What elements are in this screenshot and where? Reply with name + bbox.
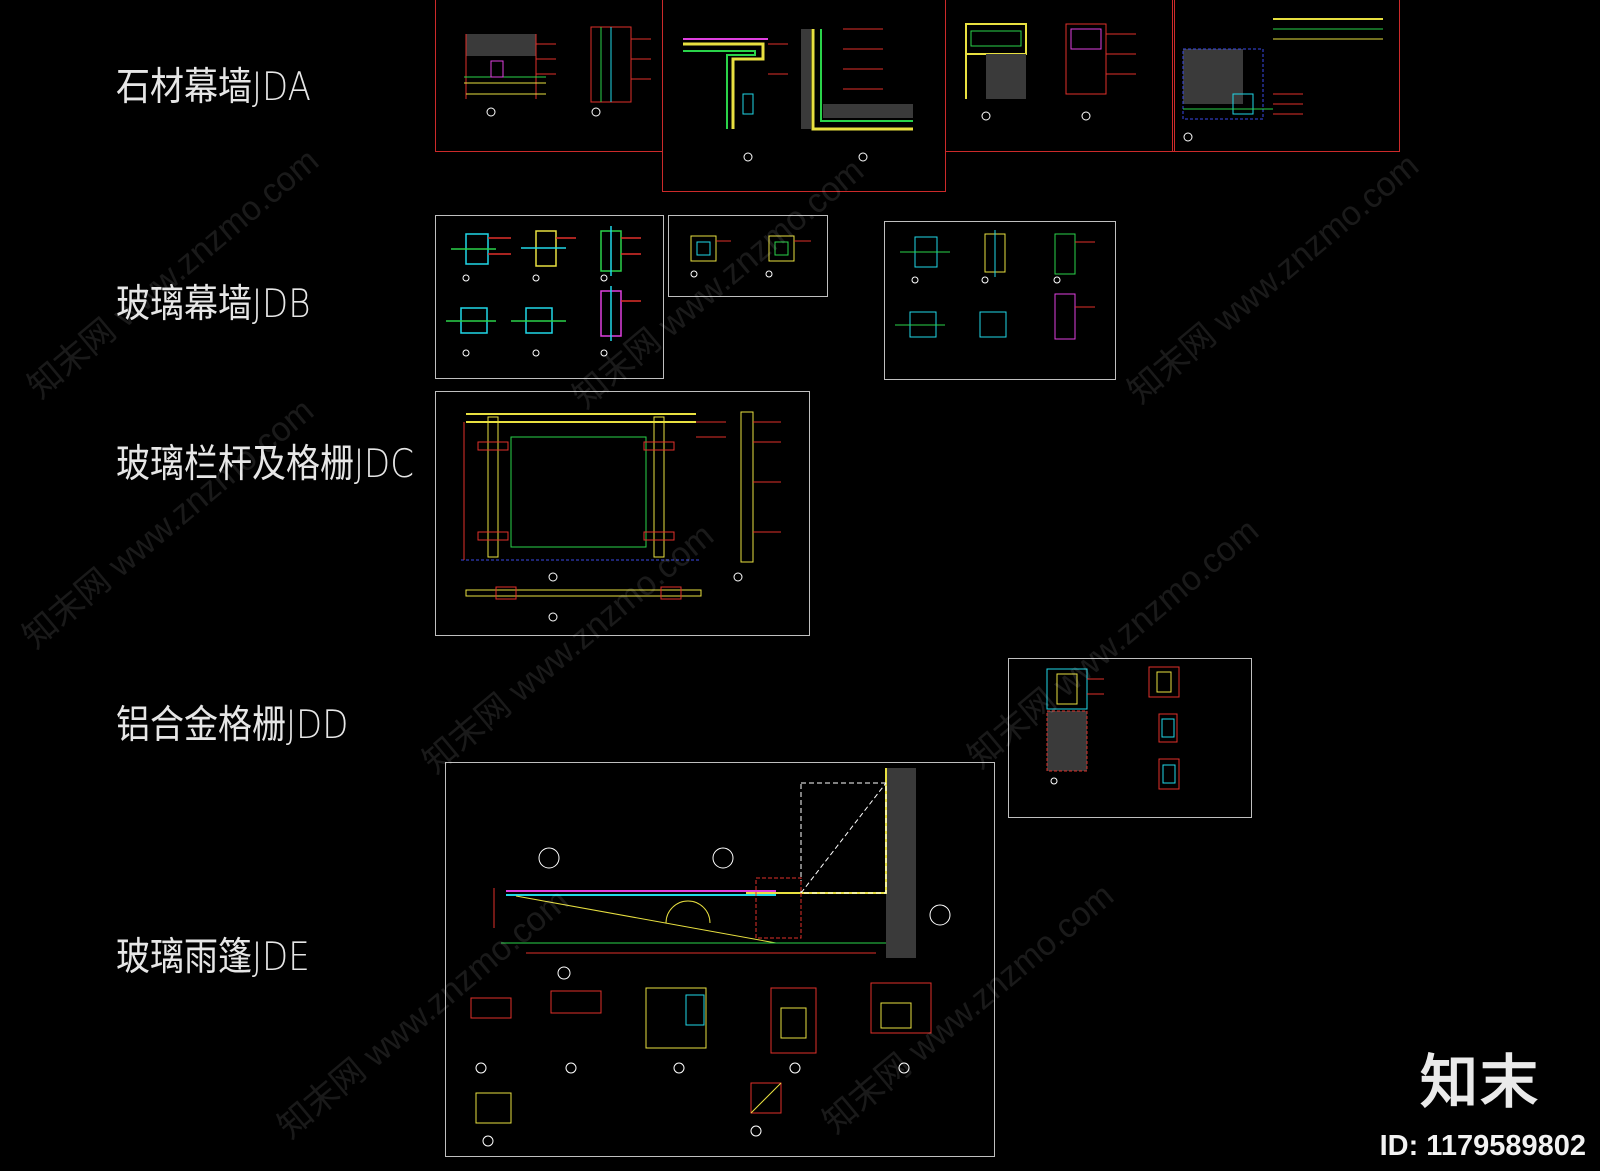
drawing-sheet-jdc[interactable] bbox=[435, 391, 810, 636]
watermark-text: 知末网 www.znzmo.com bbox=[1120, 146, 1426, 412]
drawing-sheet-jdb-1[interactable] bbox=[435, 215, 664, 379]
image-id-text: ID: 1179589802 bbox=[1379, 1130, 1586, 1162]
detail-drawing bbox=[470, 768, 951, 1147]
detail-drawing bbox=[895, 230, 1095, 340]
drawing-sheet-jda-3[interactable] bbox=[945, 0, 1175, 152]
drawing-sheet-jde[interactable] bbox=[445, 762, 995, 1157]
detail-drawing bbox=[690, 235, 811, 278]
section-label-jde: 玻璃雨篷JDE bbox=[116, 934, 310, 981]
detail-drawing bbox=[1046, 666, 1180, 790]
drawing-sheet-jdd[interactable] bbox=[1008, 658, 1252, 818]
watermark-text: 知末网 www.znzmo.com bbox=[20, 141, 326, 407]
watermark-text: 知末网 www.znzmo.com bbox=[15, 391, 321, 657]
detail-drawing bbox=[1182, 18, 1383, 142]
detail-drawing bbox=[965, 23, 1136, 121]
detail-drawing bbox=[446, 226, 641, 357]
section-label-jda: 石材幕墙JDA bbox=[116, 64, 311, 111]
drawing-sheet-jdb-3[interactable] bbox=[884, 221, 1116, 380]
drawing-sheet-jda-2[interactable] bbox=[662, 0, 946, 192]
brand-logo: 知末 bbox=[1419, 1048, 1540, 1116]
drawing-sheet-jda-4[interactable] bbox=[1172, 0, 1400, 152]
detail-drawing bbox=[464, 26, 651, 117]
drawing-sheet-jda-1[interactable] bbox=[435, 0, 663, 152]
section-label-jdc: 玻璃栏杆及格栅JDC bbox=[116, 441, 414, 488]
section-label-jdd: 铝合金格栅JDD bbox=[116, 702, 349, 749]
section-label-jdb: 玻璃幕墙JDB bbox=[116, 281, 311, 328]
detail-drawing bbox=[683, 28, 913, 162]
detail-drawing bbox=[461, 411, 781, 622]
drawing-sheet-jdb-2[interactable] bbox=[668, 215, 828, 297]
